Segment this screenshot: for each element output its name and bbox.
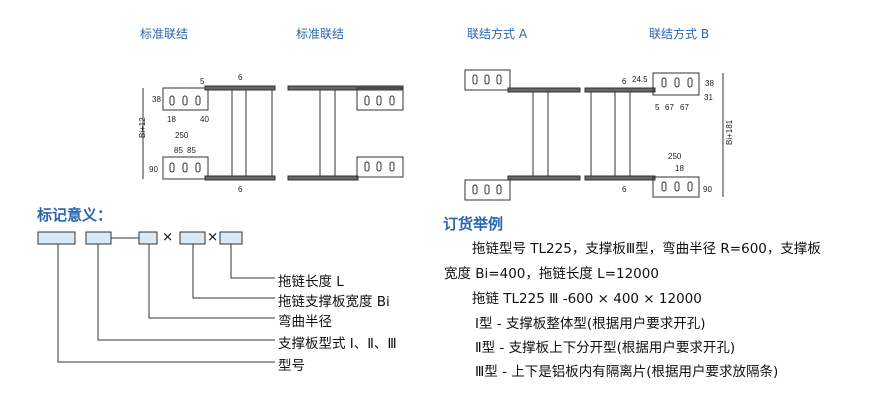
svg-text:85: 85 xyxy=(174,146,183,155)
caption-mode-b: 联结方式 B xyxy=(649,27,710,41)
svg-text:6: 6 xyxy=(622,77,627,86)
legend-label-length: 拖链长度 L xyxy=(278,274,344,290)
svg-text:6: 6 xyxy=(238,73,243,82)
order-line: Ⅰ型 - 支撑板整体型(根据用户要求开孔) xyxy=(475,316,706,332)
order-title: 订货举例 xyxy=(443,215,504,233)
legend-title: 标记意义： xyxy=(37,206,113,224)
svg-text:5: 5 xyxy=(200,77,205,86)
order-line: 拖链 TL225 Ⅲ -600 × 400 × 12000 xyxy=(472,291,702,307)
caption-standard-1: 标准联结 xyxy=(140,27,189,41)
caption-standard-2: 标准联结 xyxy=(296,27,345,41)
diagram-mode-b: Bi+181 24.5 38 31 5 67 67 250 18 90 6 6 xyxy=(584,72,734,198)
svg-text:38: 38 xyxy=(152,95,161,104)
legend-label-plate-type: 支撑板型式 Ⅰ、Ⅱ、Ⅲ xyxy=(278,336,397,352)
svg-text:90: 90 xyxy=(703,185,712,194)
svg-text:85: 85 xyxy=(187,146,196,155)
svg-text:250: 250 xyxy=(668,152,682,161)
diagram-standard-2 xyxy=(287,85,404,181)
svg-text:250: 250 xyxy=(175,131,189,140)
caption-mode-a: 联结方式 A xyxy=(467,27,528,41)
order-line: 宽度 Bi=400，拖链长度 L=12000 xyxy=(444,266,659,282)
times-sign: × xyxy=(162,229,174,245)
svg-text:90: 90 xyxy=(149,165,158,174)
svg-text:67: 67 xyxy=(665,103,674,112)
svg-text:67: 67 xyxy=(680,103,689,112)
svg-text:18: 18 xyxy=(167,115,176,124)
diagram-standard-1: Bi+12 38 18 40 250 85 85 90 5 6 6 xyxy=(138,73,276,194)
diagram-mode-a xyxy=(464,69,581,201)
svg-text:40: 40 xyxy=(200,115,209,124)
svg-text:38: 38 xyxy=(705,79,714,88)
svg-text:6: 6 xyxy=(622,185,627,194)
times-sign: × xyxy=(207,229,219,245)
dim-bi12: Bi+12 xyxy=(138,117,147,138)
legend-diagram xyxy=(37,231,275,363)
legend-label-radius: 弯曲半径 xyxy=(278,314,332,330)
svg-text:24.5: 24.5 xyxy=(632,75,648,84)
order-line: Ⅲ型 - 上下是铝板内有隔离片(根据用户要求放隔条) xyxy=(475,364,779,380)
order-line: 拖链型号 TL225，支撑板Ⅲ型，弯曲半径 R=600，支撑板 xyxy=(472,241,821,257)
legend-label-model: 型号 xyxy=(278,358,305,374)
svg-text:31: 31 xyxy=(704,93,713,102)
svg-text:5: 5 xyxy=(655,103,660,112)
order-line: Ⅱ型 - 支撑板上下分开型(根据用户要求开孔) xyxy=(475,340,736,356)
svg-text:6: 6 xyxy=(238,185,243,194)
svg-text:18: 18 xyxy=(675,164,684,173)
svg-text:Bi+181: Bi+181 xyxy=(725,119,734,145)
legend-label-width: 拖链支撑板宽度 Bi xyxy=(278,294,390,310)
